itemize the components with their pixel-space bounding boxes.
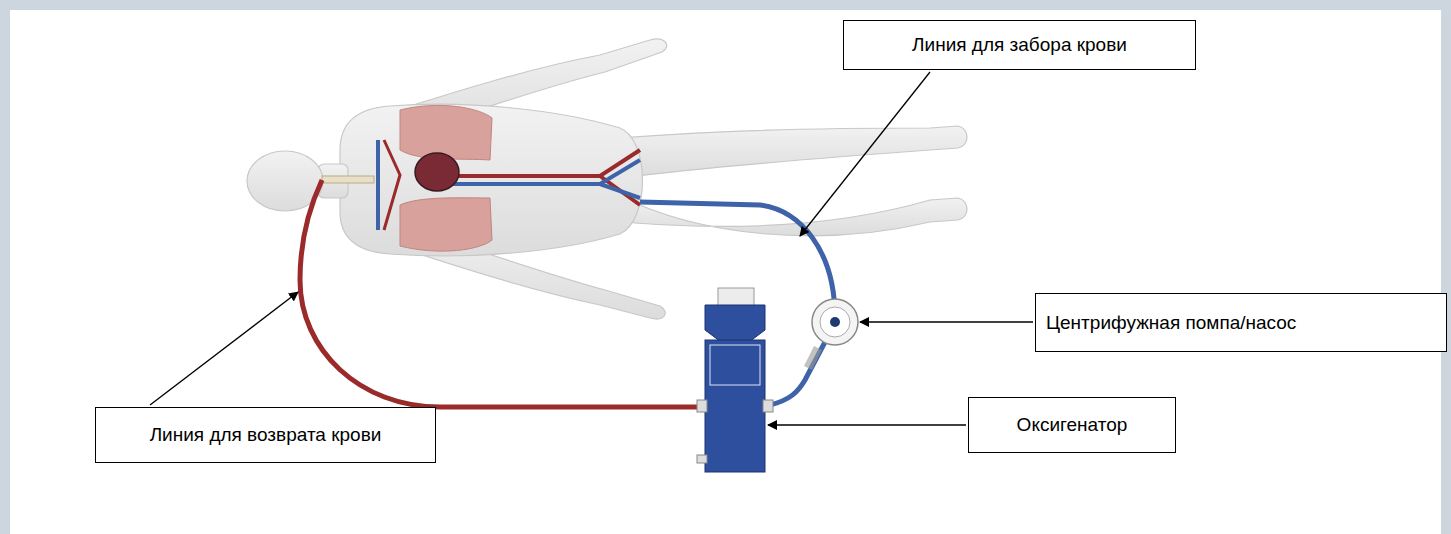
vessels xyxy=(378,140,640,230)
centrifugal-pump xyxy=(812,299,858,345)
label-box: Линия для возврата крови xyxy=(95,407,436,463)
heart xyxy=(415,153,459,191)
pump-outlet-tube xyxy=(770,342,825,405)
label-text: Линия для возврата крови xyxy=(150,424,382,446)
label-box: Центрифужная помпа/насос xyxy=(1035,293,1447,352)
label-text: Линия для забора крови xyxy=(912,34,1127,56)
label-box: Линия для забора крови xyxy=(843,20,1196,70)
cannula xyxy=(322,176,374,183)
leader-lines xyxy=(150,72,1033,425)
return-tube xyxy=(300,180,700,407)
human-body xyxy=(247,39,967,319)
lungs xyxy=(400,105,492,251)
label-text: Оксигенатор xyxy=(1017,414,1128,436)
label-box: Оксигенатор xyxy=(968,397,1176,453)
label-text: Центрифужная помпа/насос xyxy=(1046,312,1296,334)
oxygenator xyxy=(697,288,773,472)
drainage-tube xyxy=(640,202,835,318)
